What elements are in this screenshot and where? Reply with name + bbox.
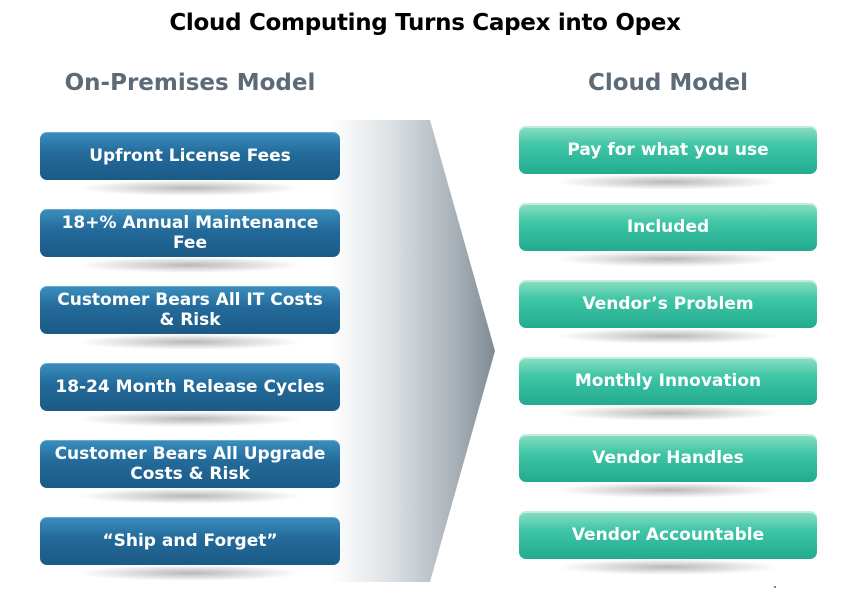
- cloud-model-item: Included: [519, 203, 817, 267]
- on-premises-item: 18-24 Month Release Cycles: [40, 363, 340, 427]
- cloud-model-item: Monthly Innovation: [519, 357, 817, 421]
- diagram-title: Cloud Computing Turns Capex into Opex: [169, 10, 681, 36]
- cloud-model-item: Vendor Accountable: [519, 511, 817, 575]
- on-premises-item: Upfront License Fees: [40, 132, 340, 196]
- cloud-model-item: Pay for what you use: [519, 126, 817, 190]
- cloud-model-heading: Cloud Model: [587, 70, 749, 96]
- cloud-model-item: Vendor’s Problem: [519, 280, 817, 344]
- on-premises-item: “Ship and Forget”: [40, 517, 340, 581]
- on-premises-item: Customer Bears All IT Costs & Risk: [40, 286, 340, 350]
- transition-arrow: [330, 120, 495, 582]
- on-premises-heading: On-Premises Model: [64, 70, 316, 96]
- cloud-model-item: Vendor Handles: [519, 434, 817, 498]
- decorative-dot: [774, 586, 776, 588]
- on-premises-item: Customer Bears All Upgrade Costs & Risk: [40, 440, 340, 504]
- on-premises-item: 18+% Annual Maintenance Fee: [40, 209, 340, 273]
